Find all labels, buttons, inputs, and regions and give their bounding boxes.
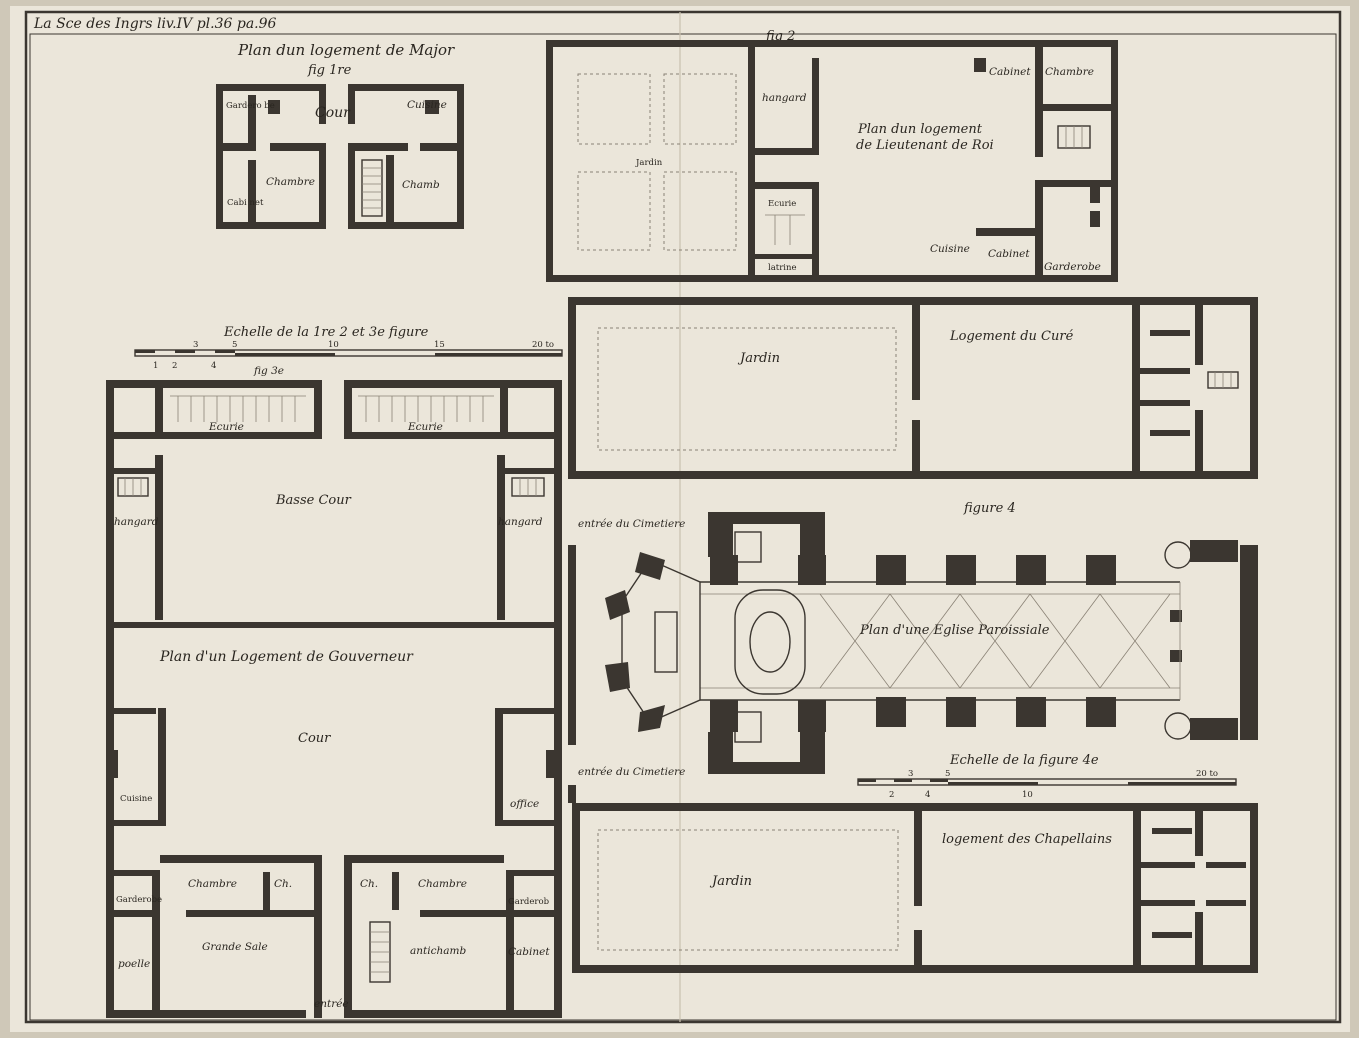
scale-b-tick-4: 4 xyxy=(925,790,930,800)
plate-border-inner xyxy=(29,33,1337,1021)
fig4-logement-cure: Logement du Curé xyxy=(949,329,1074,344)
fig1-label: fig 1re xyxy=(307,63,352,78)
fig4-lower-garden-bed xyxy=(597,829,899,951)
scale-a-tick-15: 15 xyxy=(434,340,445,350)
fig2-room-cuisine: Cuisine xyxy=(930,243,970,255)
fig3-room-garderobe-right: Garderob xyxy=(508,897,550,907)
fig3-staircase-right xyxy=(511,477,545,497)
fig3-entree: entrée xyxy=(314,998,349,1010)
scale-b-tick-2: 2 xyxy=(889,790,894,800)
fig2-room-chambre: Chambre xyxy=(1045,66,1094,78)
scale-a-tick-1: 1 xyxy=(153,361,158,371)
fig1-title: Plan dun logement de Major xyxy=(237,41,455,59)
scale-a-title: Echelle de la 1re 2 et 3e figure xyxy=(223,325,429,340)
fig4-plan: Jardin Logement du Curé entrée du Cimeti… xyxy=(568,297,1258,973)
fig2-title-line1: Plan dun logement xyxy=(857,122,983,137)
fig3-room-chambre-right: Chambre xyxy=(418,878,467,890)
scale-a-tick-5: 5 xyxy=(232,340,237,350)
fig2-title-line2: de Lieutenant de Roi xyxy=(856,138,994,153)
fig1-plan: Plan dun logement de Major fig 1re xyxy=(216,41,464,229)
fig3-room-ch-right: Ch. xyxy=(360,878,378,890)
fig2-room-cabinet-bottom: Cabinet xyxy=(988,248,1030,260)
fig2-plan: fig 2 xyxy=(546,29,1118,282)
fig3-room-office: office xyxy=(510,798,539,810)
fig3-staircase-front xyxy=(369,921,391,983)
fig4-logement-chapellains: logement des Chapellains xyxy=(942,832,1112,847)
fig3-room-basse-cour: Basse Cour xyxy=(275,493,352,508)
church-plan xyxy=(605,512,1258,774)
scale-a-tick-4: 4 xyxy=(211,361,216,371)
fig3-room-grande-sale: Grande Sale xyxy=(202,941,268,953)
fig4-upper-jardin: Jardin xyxy=(737,351,780,366)
fig1-room-cabinet: Cabi net xyxy=(227,198,264,208)
fig1-room-cour: Cour xyxy=(315,105,351,121)
fig4-cemetery-entry-top: entrée du Cimetiere xyxy=(578,518,685,530)
scale-b-tick-5: 5 xyxy=(945,769,950,779)
fig2-garden-beds xyxy=(577,73,737,251)
fig4-label: figure 4 xyxy=(963,501,1016,516)
fig3-room-ecurie-left: Ecurie xyxy=(208,421,244,433)
plate-header: La Sce des Ingrs liv.IV pl.36 pa.96 xyxy=(33,16,277,32)
fig4-cemetery-entry-bottom: entrée du Cimetiere xyxy=(578,766,685,778)
fig3-label: fig 3e xyxy=(253,365,284,377)
fig4-title: Plan d'une Eglise Paroissiale xyxy=(859,623,1050,638)
fig3-staircase-left xyxy=(117,477,149,497)
fig3-stable-stalls-right xyxy=(358,395,494,422)
fig3-room-ch-left: Ch. xyxy=(274,878,292,890)
fig1-room-chamb: Chamb xyxy=(402,179,440,191)
fig2-room-hangard: hangard xyxy=(762,92,807,104)
fig4-upper-staircase xyxy=(1207,371,1239,389)
scale-b-title: Echelle de la figure 4e xyxy=(949,753,1099,768)
fig2-room-garderobe: Garderobe xyxy=(1044,261,1101,273)
fig1-room-chambre: Chambre xyxy=(266,176,315,188)
fig3-room-garderobe-left: Garderobe xyxy=(116,895,162,905)
fig1-room-garderobe: Gardero be xyxy=(226,101,275,111)
fig3-stable-stalls-left xyxy=(170,395,306,422)
fig3-room-ecurie-right: Ecurie xyxy=(407,421,443,433)
scale-a: Echelle de la 1re 2 et 3e figure 3 5 10 … xyxy=(134,325,563,371)
fig2-staircase xyxy=(1057,125,1091,149)
fig3-room-poelle: poelle xyxy=(118,958,150,970)
fig3-plan: fig 3e xyxy=(106,365,562,1018)
fig2-room-ecurie: Ecurie xyxy=(768,199,796,209)
fig2-room-cabinet-top: Cabinet xyxy=(989,66,1031,78)
scale-a-tick-20: 20 to xyxy=(532,340,554,350)
fig1-staircase xyxy=(361,159,383,217)
fig2-room-jardin: Jardin xyxy=(635,158,663,168)
scale-a-tick-10: 10 xyxy=(328,340,339,350)
fig3-room-antichamb: antichamb xyxy=(410,945,466,957)
fig3-title: Plan d'un Logement de Gouverneur xyxy=(159,649,414,665)
scale-b: Echelle de la figure 4e 3 5 20 to 2 4 10 xyxy=(857,753,1237,800)
fig3-room-cuisine: Cuisine xyxy=(120,794,152,804)
plate-border-outer xyxy=(24,10,1342,1024)
scale-b-tick-3: 3 xyxy=(908,769,913,779)
fig3-room-cour: Cour xyxy=(298,731,331,746)
fig3-room-cabinet: Cabinet xyxy=(508,946,550,958)
fig2-room-latrine: latrine xyxy=(768,263,797,273)
scale-a-tick-2: 2 xyxy=(172,361,177,371)
scale-b-tick-10: 10 xyxy=(1022,790,1033,800)
fig1-room-cuisine: Cuisine xyxy=(407,99,447,111)
fig3-room-chambre-left: Chambre xyxy=(188,878,237,890)
fig3-room-hangard-left: hangard xyxy=(114,516,159,528)
fig3-room-hangard-right: hangard xyxy=(498,516,543,528)
fig4-lower-jardin: Jardin xyxy=(709,874,752,889)
fig2-stable-stalls xyxy=(765,214,805,245)
scale-b-tick-20: 20 to xyxy=(1196,769,1218,779)
scale-a-tick-3: 3 xyxy=(193,340,198,350)
